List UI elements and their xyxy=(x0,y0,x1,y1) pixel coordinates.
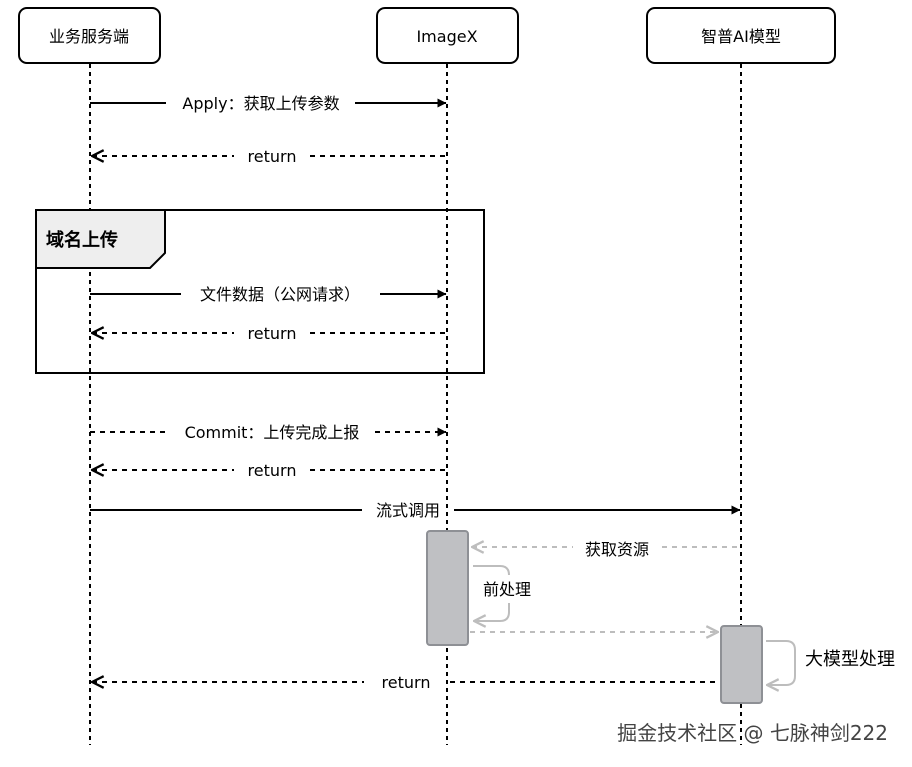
message-label: Apply：获取上传参数 xyxy=(182,94,339,113)
participant-business-server: 业务服务端 xyxy=(18,7,161,64)
message-label: return xyxy=(248,461,297,480)
participant-imagex: ImageX xyxy=(376,7,519,64)
participant-label: 智普AI模型 xyxy=(701,27,781,46)
message-commit: Commit：上传完成上报 xyxy=(90,423,447,442)
message-return-3: return xyxy=(92,461,447,480)
participant-label: ImageX xyxy=(416,27,477,46)
message-label: 文件数据（公网请求） xyxy=(200,285,360,304)
self-message-preprocess: 前处理 xyxy=(473,565,531,621)
message-file-data: 文件数据（公网请求） xyxy=(90,285,447,304)
message-label: 前处理 xyxy=(483,580,531,599)
message-label: return xyxy=(248,147,297,166)
fragment-label: 域名上传 xyxy=(46,229,118,251)
participant-label: 业务服务端 xyxy=(49,27,129,46)
message-fetch-resource: 获取资源 xyxy=(472,540,741,559)
message-label: Commit：上传完成上报 xyxy=(185,423,360,442)
activation-imagex xyxy=(426,530,469,646)
fragment-domain-upload: 域名上传 xyxy=(35,209,485,374)
message-stream-call: 流式调用 xyxy=(90,501,741,520)
message-return-1: return xyxy=(92,147,447,166)
self-message-model-processing: 大模型处理 xyxy=(766,640,895,685)
message-return-2: return xyxy=(92,324,447,343)
participant-zhipu-ai: 智普AI模型 xyxy=(646,7,836,64)
message-label: return xyxy=(382,673,431,692)
message-label: 大模型处理 xyxy=(805,649,895,670)
message-label: 流式调用 xyxy=(376,501,440,520)
message-label: 获取资源 xyxy=(585,540,649,559)
message-return-final: return xyxy=(92,673,720,692)
message-label: return xyxy=(248,324,297,343)
watermark-text: 掘金技术社区 @ 七脉神剑222 xyxy=(617,721,888,745)
activation-zhipu-ai xyxy=(720,625,763,704)
message-apply: Apply：获取上传参数 xyxy=(90,94,447,113)
